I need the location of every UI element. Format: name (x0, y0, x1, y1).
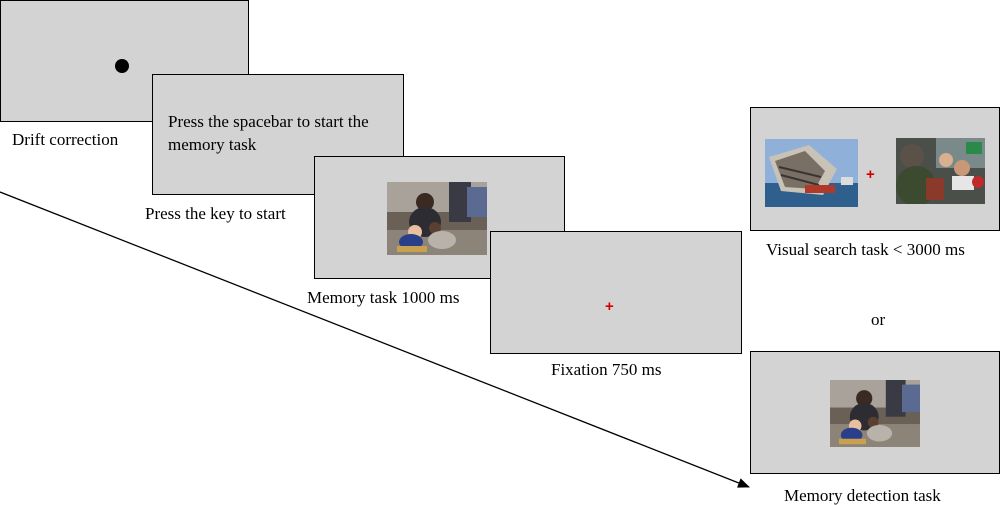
detection-photo-image (830, 380, 920, 447)
visual-search-caption: Visual search task < 3000 ms (766, 240, 965, 259)
shipwreck-image (765, 139, 858, 207)
memory-photo-image (387, 182, 487, 255)
fixation-screen: + (490, 231, 742, 354)
memory-photo (387, 182, 487, 255)
press-key-caption: Press the key to start (145, 204, 286, 223)
press-key-instruction: Press the spacebar to start the memory t… (168, 112, 369, 154)
fixation-cross: + (605, 298, 614, 315)
memory-task-caption: Memory task 1000 ms (307, 288, 460, 307)
memory-detection-caption: Memory detection task (784, 486, 941, 505)
search-photo-right (896, 138, 985, 204)
search-photo-left (765, 139, 858, 207)
drift-correction-caption: Drift correction (12, 130, 119, 149)
detection-photo (830, 380, 920, 447)
memory-detection-screen (750, 351, 1000, 474)
crowd-image (896, 138, 985, 204)
fixation-caption: Fixation 750 ms (551, 360, 662, 379)
drift-target-dot (115, 59, 129, 73)
search-fixation-cross: + (866, 166, 875, 183)
or-label: or (871, 310, 886, 329)
visual-search-screen: + (750, 107, 1000, 231)
